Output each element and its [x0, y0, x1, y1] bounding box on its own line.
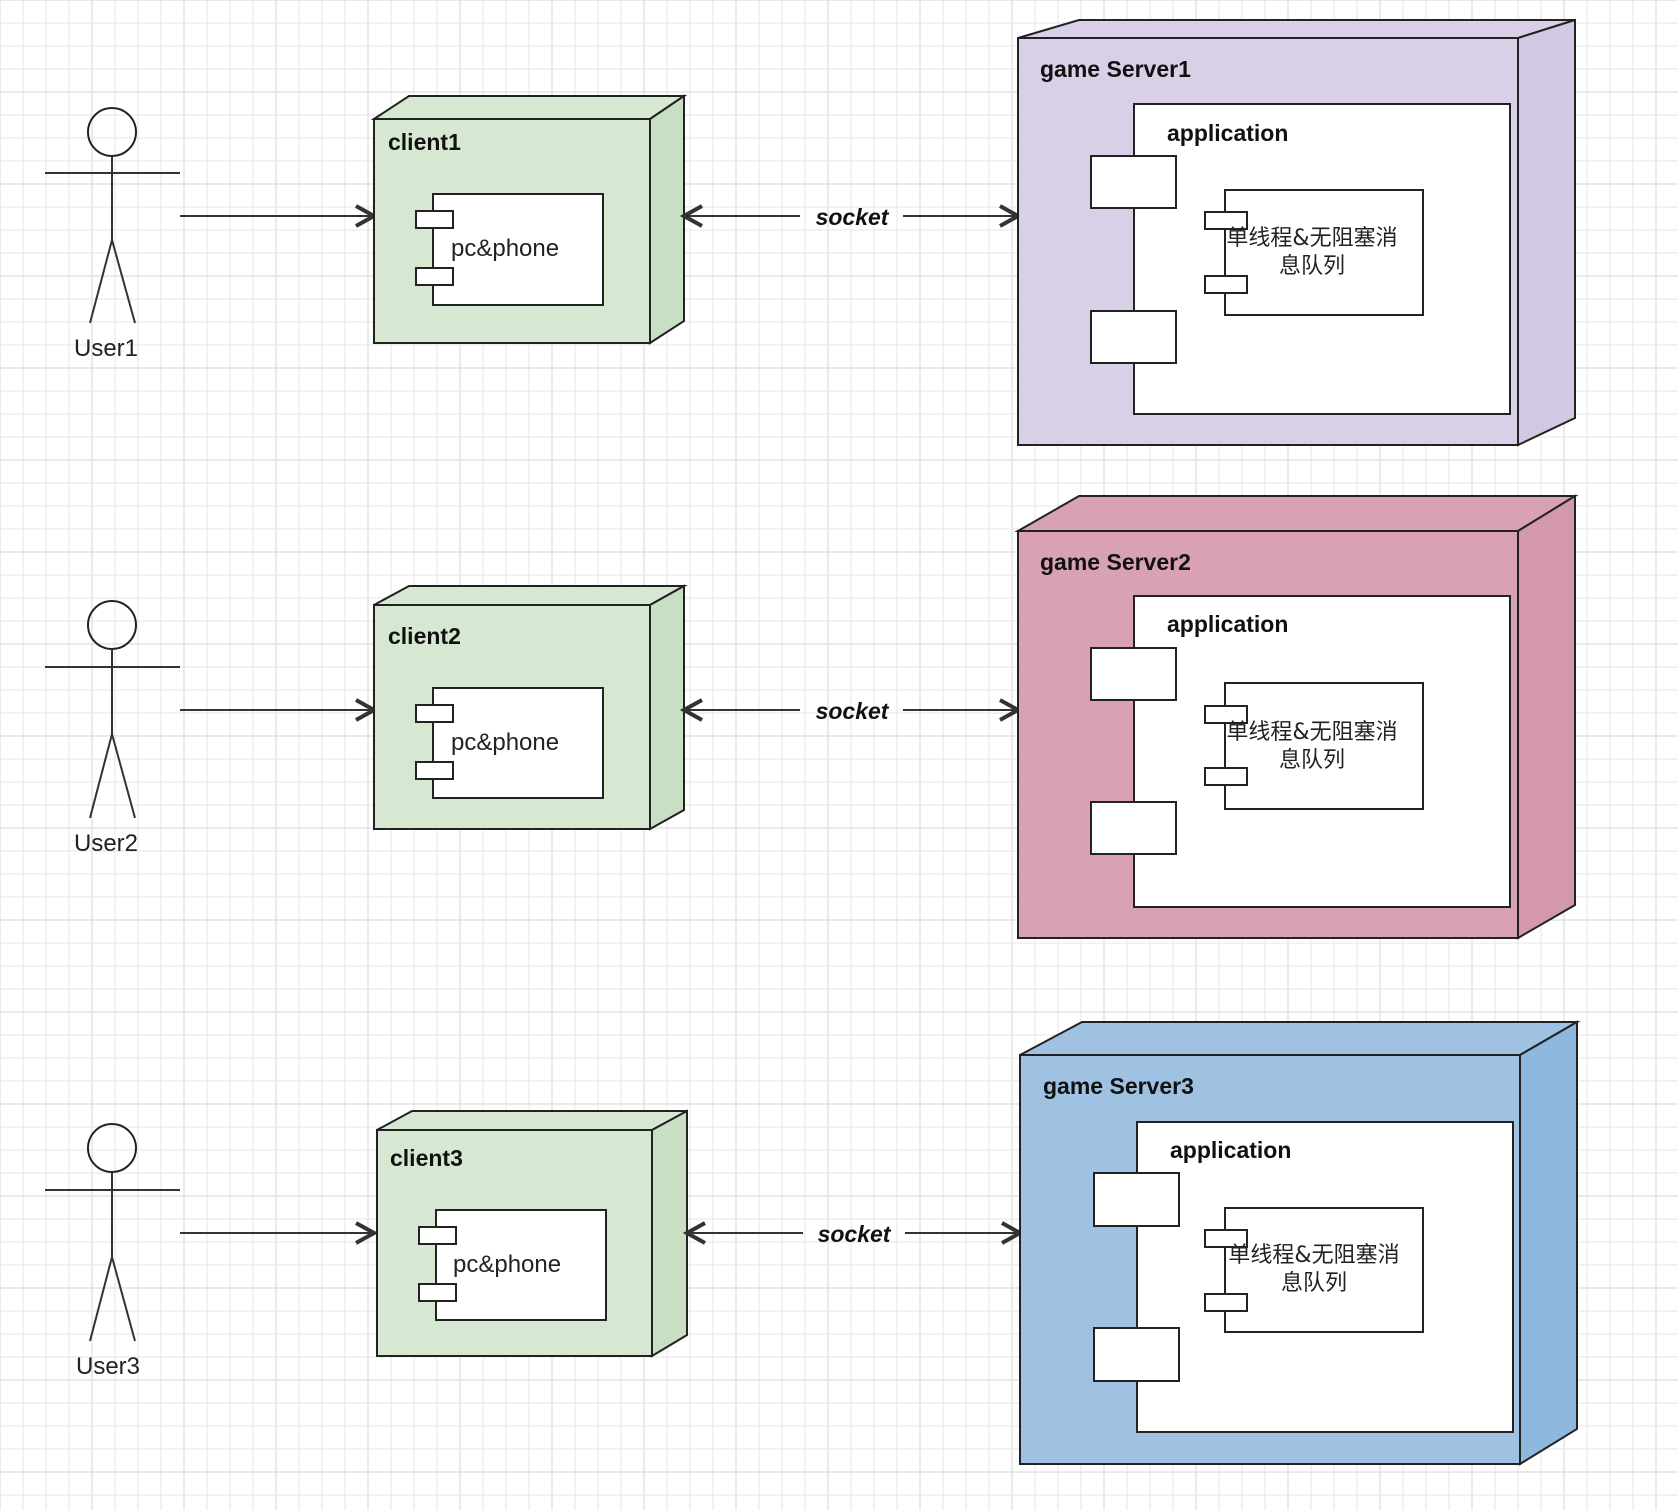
user-left-leg-icon	[89, 239, 113, 324]
user-right-leg-icon	[111, 733, 136, 819]
user-head-icon	[87, 600, 137, 650]
queue-label-line1: 单线程&无阻塞消	[1226, 720, 1397, 745]
application-port-bottom	[1093, 1327, 1180, 1382]
queue-port-top	[1204, 1229, 1248, 1248]
server-title: game Server3	[1043, 1073, 1194, 1099]
queue-port-bottom	[1204, 767, 1248, 786]
queue-component-box	[1224, 1207, 1424, 1333]
socket-label: socket	[816, 204, 890, 230]
queue-label-line2: 息队列	[1279, 254, 1345, 279]
server-top-face	[1019, 1021, 1581, 1056]
server-node-1: game Server1 application 单线程&无阻塞消 息队列	[1017, 18, 1576, 447]
client-title: client3	[390, 1145, 463, 1171]
queue-port-bottom	[1204, 275, 1248, 294]
server-side-face	[1517, 494, 1576, 940]
row-1: User1 client1 pc&phone socket	[45, 18, 1576, 447]
application-title: application	[1167, 120, 1288, 146]
server-node-3: game Server3 application 单线程&无阻塞消 息队列	[1019, 1020, 1581, 1466]
component-label: pc&phone	[453, 1251, 561, 1278]
client-top-face	[376, 1110, 688, 1131]
component-port-bottom	[415, 267, 454, 286]
user-label: User1	[74, 335, 138, 362]
client-node-3: client3 pc&phone	[376, 1109, 688, 1358]
queue-label-line1: 单线程&无阻塞消	[1228, 1243, 1399, 1268]
application-port-top	[1090, 155, 1177, 209]
component-port-top	[418, 1226, 457, 1245]
server-side-face	[1517, 18, 1576, 447]
server-side-face	[1519, 1020, 1578, 1466]
socket-label: socket	[818, 1221, 892, 1247]
component-port-top	[415, 704, 454, 723]
user-left-leg-icon	[89, 733, 113, 819]
component-port-bottom	[418, 1283, 457, 1302]
application-port-top	[1093, 1172, 1180, 1227]
user-label: User3	[76, 1353, 140, 1380]
row-2: User2 client2 pc&phone socket game S	[45, 494, 1579, 940]
user-actor-1: User1	[45, 107, 180, 362]
user-right-leg-icon	[111, 1256, 136, 1342]
server-top-face	[1014, 495, 1579, 532]
user-left-leg-icon	[89, 1256, 113, 1342]
component-box	[432, 193, 604, 306]
row-3: User3 client3 pc&phone socket game S	[45, 1020, 1581, 1466]
component-port-bottom	[415, 761, 454, 780]
component-box	[432, 687, 604, 799]
component-label: pc&phone	[451, 729, 559, 756]
client-node-1: client1 pc&phone	[370, 94, 688, 345]
queue-label-line2: 息队列	[1279, 748, 1345, 773]
user-right-leg-icon	[111, 239, 136, 324]
socket-label: socket	[816, 698, 890, 724]
component-label: pc&phone	[451, 235, 559, 262]
application-port-bottom	[1090, 801, 1177, 855]
client-title: client1	[388, 129, 461, 155]
user-actor-2: User2	[45, 600, 180, 857]
application-port-bottom	[1090, 310, 1177, 364]
application-port-top	[1090, 647, 1177, 701]
queue-port-top	[1204, 211, 1248, 230]
queue-port-bottom	[1204, 1293, 1248, 1312]
client-side-face	[651, 1109, 688, 1358]
queue-component-box	[1224, 189, 1424, 316]
server-title: game Server2	[1040, 549, 1191, 575]
component-port-top	[415, 210, 454, 229]
client-top-face	[370, 95, 688, 120]
component-box	[435, 1209, 607, 1321]
queue-component-box	[1224, 682, 1424, 810]
client-top-face	[373, 585, 688, 606]
server-node-2: game Server2 application 单线程&无阻塞消 息队列	[1014, 494, 1579, 940]
queue-port-top	[1204, 705, 1248, 724]
client-side-face	[649, 584, 685, 831]
queue-label-line1: 单线程&无阻塞消	[1226, 226, 1397, 251]
client-title: client2	[388, 623, 461, 649]
user-actor-3: User3	[45, 1123, 180, 1380]
server-top-face	[1017, 19, 1576, 39]
server-title: game Server1	[1040, 56, 1191, 82]
client-node-2: client2 pc&phone	[373, 584, 688, 831]
user-label: User2	[74, 830, 138, 857]
client-side-face	[649, 94, 685, 345]
queue-label-line2: 息队列	[1281, 1271, 1347, 1296]
user-head-icon	[87, 1123, 137, 1173]
application-title: application	[1170, 1137, 1291, 1163]
application-title: application	[1167, 611, 1288, 637]
